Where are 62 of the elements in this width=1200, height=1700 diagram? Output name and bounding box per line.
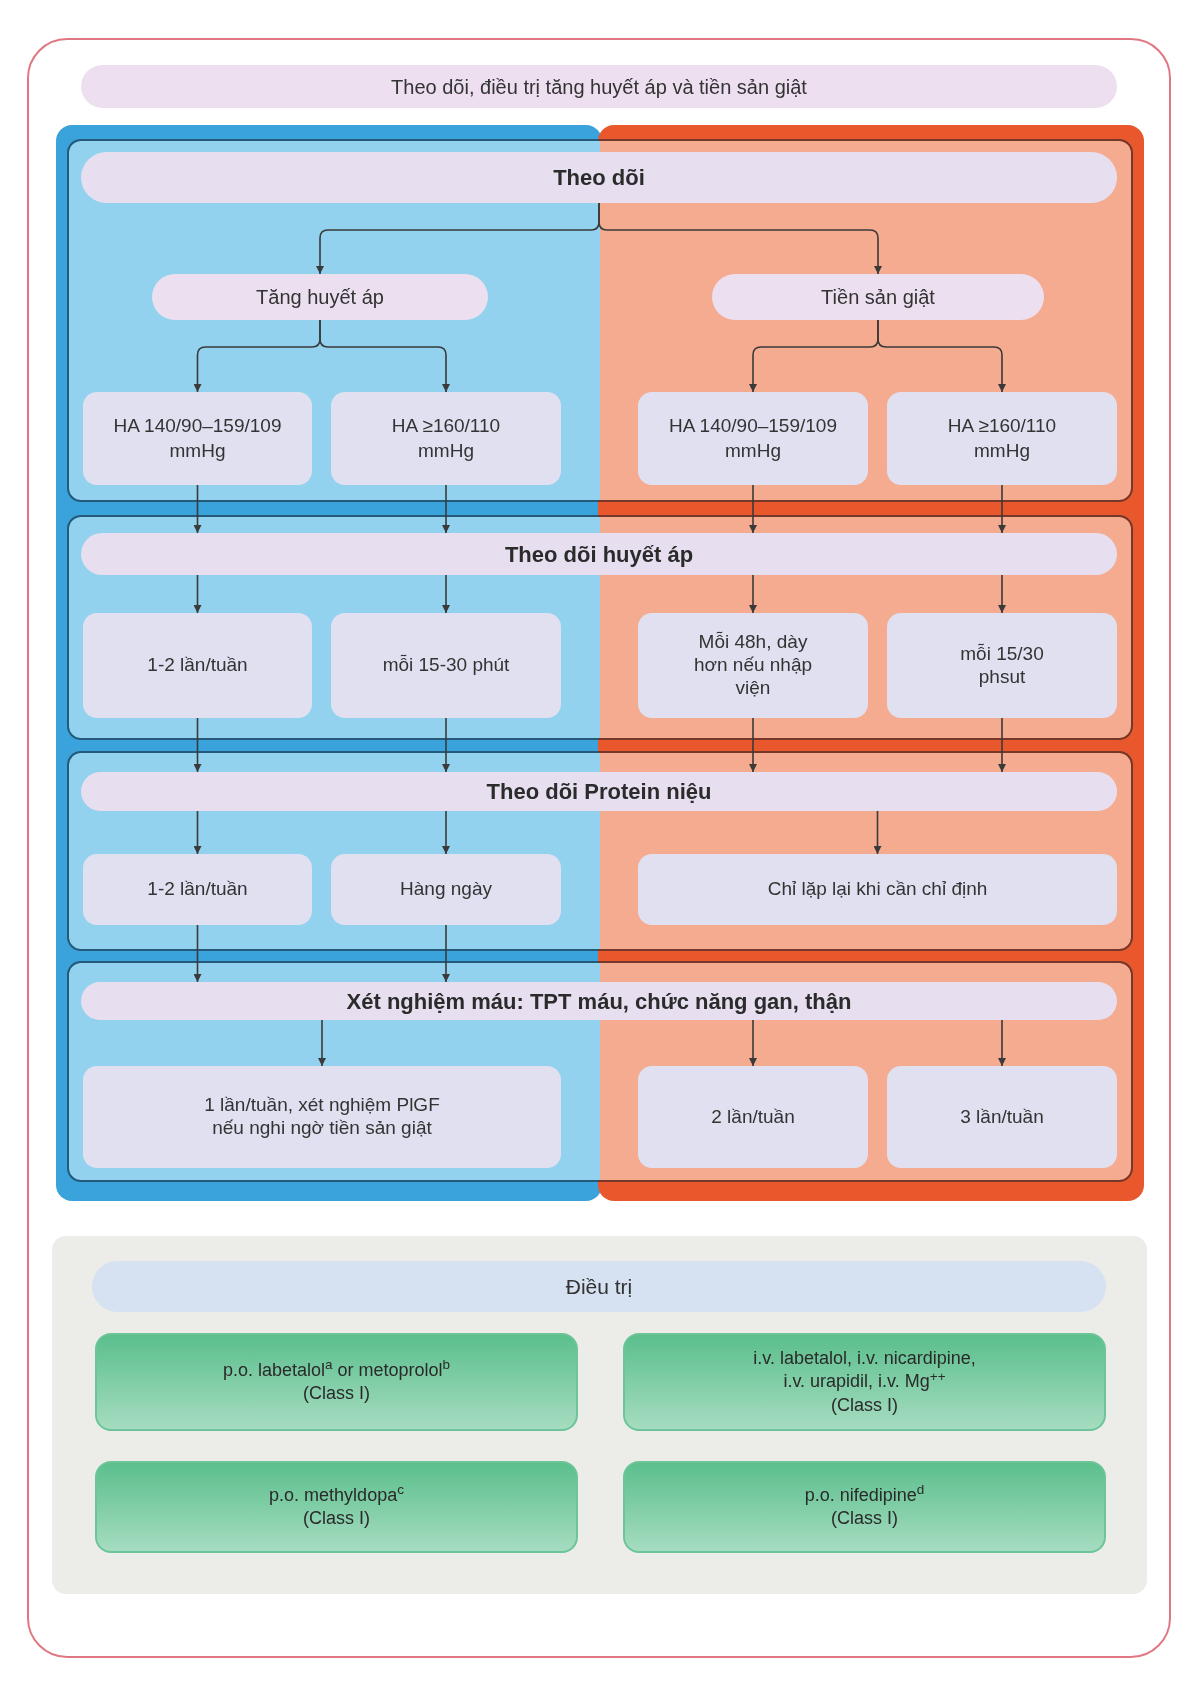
arrow: [193, 717, 202, 773]
class-label: (Class I): [831, 1393, 898, 1417]
drug-text: i.v. labetalol, i.v. nicardipine, i.v. urapidil, i.v. Mg$^{++}$: [752, 1346, 977, 1394]
frequency-card: Chỉ lặp lại khi cần chỉ định: [638, 854, 1117, 925]
drug-text: p.o. methyldopa$^{c}$: [269, 1483, 404, 1507]
diagram-title: Theo dõi, điều trị tăng huyết áp và tiền sản giật: [81, 65, 1117, 108]
arrow: [998, 717, 1006, 773]
treatment-card: [623, 1461, 1106, 1553]
section-panel: [67, 139, 1133, 502]
threshold-card: HA 140/90–159/109 mmHg: [638, 392, 868, 485]
arrow: [998, 574, 1006, 614]
section-heading: Theo dõi: [81, 152, 1117, 203]
arrow: [193, 924, 202, 983]
frequency-card: mỗi 15/30 phsut: [887, 613, 1117, 718]
arrow: [319, 319, 450, 393]
frequency-card: 1-2 lần/tuần: [83, 613, 312, 718]
arrow: [442, 574, 450, 614]
frequency-card: 1 lần/tuần, xét nghiệm PlGF nếu nghi ngờ tiền sản giật: [83, 1066, 561, 1168]
drug-text: p.o. nifedipine$^{d}$: [804, 1483, 925, 1507]
frequency-card: Hàng ngày: [331, 854, 561, 925]
class-label: (Class I): [831, 1507, 898, 1530]
category-label: Tiền sản giật: [712, 274, 1044, 320]
arrow: [749, 484, 757, 534]
arrow: [749, 717, 757, 773]
section-heading: Theo dõi Protein niệu: [81, 772, 1117, 811]
section-panel: [67, 961, 1133, 1182]
arrow: [442, 924, 450, 983]
treatment-panel: [52, 1236, 1147, 1594]
threshold-card: HA ≥160/110 mmHg: [331, 392, 561, 485]
arrow: [318, 1019, 326, 1067]
section-panel: [67, 515, 1133, 740]
arrow: [998, 484, 1006, 534]
arrow: [442, 484, 450, 534]
treatment-card: [95, 1461, 578, 1553]
threshold-card: HA ≥160/110 mmHg: [887, 392, 1117, 485]
drug-text: p.o. labetalol$^{a}$ or metoprolol$^{b}$: [222, 1358, 451, 1382]
frequency-card: 3 lần/tuần: [887, 1066, 1117, 1168]
class-label: (Class I): [303, 1382, 370, 1405]
arrow: [442, 810, 450, 855]
category-label: Tăng huyết áp: [152, 274, 488, 320]
arrow: [749, 1019, 757, 1067]
arrow: [877, 319, 1006, 393]
frequency-card: mỗi 15-30 phút: [331, 613, 561, 718]
treatment-card: [623, 1333, 1106, 1431]
section-heading: Theo dõi huyết áp: [81, 533, 1117, 575]
frequency-card: Mỗi 48h, dày hơn nếu nhập viện: [638, 613, 868, 718]
section-panel: [67, 751, 1133, 951]
frequency-card: 1-2 lần/tuần: [83, 854, 312, 925]
frequency-card: 2 lần/tuần: [638, 1066, 868, 1168]
class-label: (Class I): [303, 1507, 370, 1530]
arrow: [998, 1019, 1006, 1067]
threshold-card: HA 140/90–159/109 mmHg: [83, 392, 312, 485]
arrow: [598, 202, 882, 275]
arrow: [193, 810, 202, 855]
arrow: [873, 810, 882, 855]
arrow: [442, 717, 450, 773]
treatment-card: [95, 1333, 578, 1431]
section-heading: Điều trị: [92, 1261, 1106, 1312]
arrow: [193, 574, 202, 614]
arrow: [193, 484, 202, 534]
arrow: [749, 574, 757, 614]
section-heading: Xét nghiệm máu: TPT máu, chức năng gan, thận: [81, 982, 1117, 1020]
